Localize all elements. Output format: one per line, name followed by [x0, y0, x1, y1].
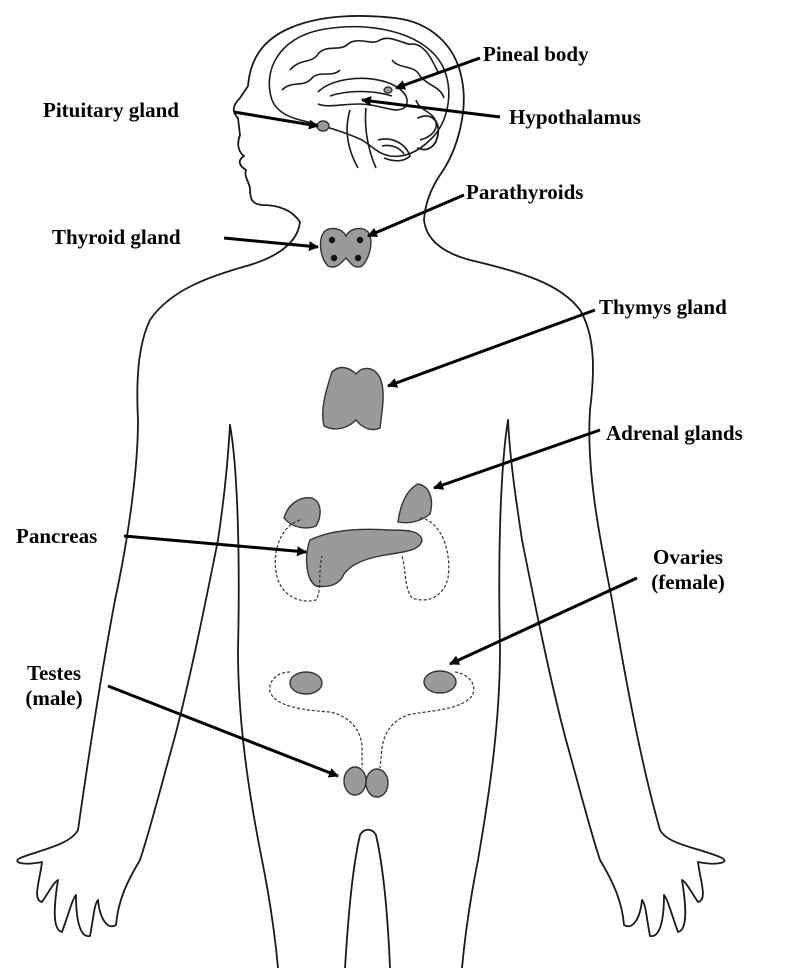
- label-thymys-gland: Thymys gland: [599, 295, 727, 320]
- ovary-left-shape: [290, 672, 322, 694]
- arrow-pineal: [396, 58, 480, 88]
- arrow-thyroid: [224, 238, 318, 247]
- arrow-pituitary: [234, 112, 318, 126]
- label-pancreas: Pancreas: [16, 524, 97, 549]
- label-parathyroids: Parathyroids: [466, 180, 583, 205]
- label-hypothalamus: Hypothalamus: [509, 105, 641, 130]
- body-outline: [17, 16, 724, 968]
- arrow-pancreas: [124, 536, 306, 552]
- testis-left-shape: [344, 767, 366, 795]
- ovary-right-shape: [424, 671, 456, 693]
- pineal-shape: [384, 87, 392, 93]
- label-pituitary-gland: Pituitary gland: [43, 98, 179, 123]
- adrenal-left-shape: [284, 498, 320, 528]
- arrow-parathyroids: [368, 195, 464, 236]
- label-testes: Testes (male): [14, 661, 94, 711]
- thymus-shape: [323, 368, 383, 430]
- pituitary-shape: [317, 121, 329, 131]
- arrow-testes: [108, 686, 338, 776]
- label-ovaries-line1: Ovaries: [636, 545, 740, 570]
- arrow-thymus: [388, 310, 595, 386]
- label-testes-line1: Testes: [14, 661, 94, 686]
- pancreas-shape: [307, 529, 422, 586]
- adrenal-right-shape: [398, 484, 432, 523]
- label-ovaries: Ovaries (female): [636, 545, 740, 595]
- thyroid-shape: [321, 229, 371, 268]
- label-pineal-body: Pineal body: [483, 42, 589, 67]
- brain: [269, 27, 449, 168]
- label-testes-line2: (male): [14, 686, 94, 711]
- label-ovaries-line2: (female): [636, 570, 740, 595]
- arrow-ovaries: [450, 578, 637, 664]
- testis-right-shape: [366, 769, 388, 797]
- label-adrenal-glands: Adrenal glands: [606, 421, 743, 446]
- arrow-adrenal: [434, 430, 600, 488]
- label-thyroid-gland: Thyroid gland: [52, 225, 181, 250]
